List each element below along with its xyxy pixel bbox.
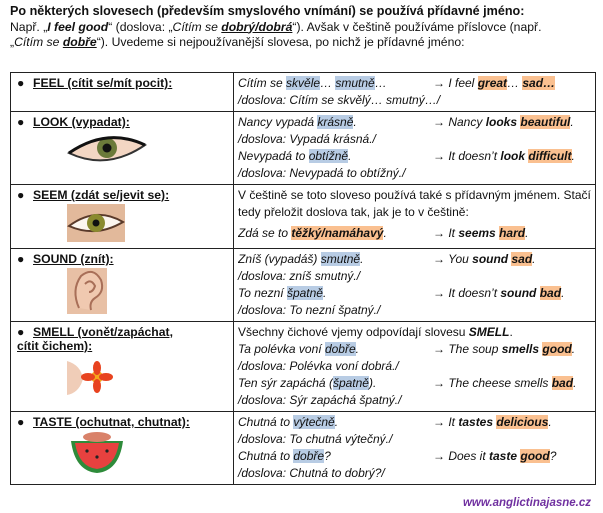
examples-cell: Chutná to výtečně. → It tastes delicious… [233,411,596,485]
cz-highlight: skvěle [286,76,321,90]
intro-adjective: dobrý/dobrá [221,19,293,34]
literal-translation: /doslova: To nezní špatný./ [238,303,381,317]
examples-cell: Všechny čichové vjemy odpovídají slovesu… [233,321,596,412]
examples-cell: V češtině se toto sloveso používá také s… [233,184,596,249]
literal-translation: /doslova: Nevypadá to obtížný./ [238,166,406,180]
cz-highlight: špatně [286,286,323,300]
verb-cell: ●TASTE (ochutnat, chutnat): [10,411,234,485]
verb-cell: ●SEEM (zdát se/jevit se): [10,184,234,249]
verb-label: TASTE (ochutnat, chutnat): [33,415,190,429]
intro-line-2: Např. „I feel good“ (doslova: „Cítím se … [10,20,598,36]
cz-highlight: krásně [317,115,354,129]
cz-highlight: dobře [324,342,356,356]
en-highlight: great [477,76,508,90]
table-row: ●SMELL (vonět/zapáchat,cítit čichem): Vš… [10,321,596,412]
cz-highlight: těžký/namáhavý [291,226,384,240]
cz-highlight: obtížně [308,149,349,163]
examples-cell: Cítím se skvěle… smutně… → I feel great…… [233,72,596,112]
example-line: Cítím se skvěle… smutně… → I feel great…… [238,76,556,90]
en-highlight: good [542,342,572,356]
intro-text: Např. „ [10,19,48,34]
footer-link[interactable]: www.anglictinajasne.cz [462,497,591,509]
intro-text: “). Uvedeme si nejpoužívanější slovesa, … [96,35,465,49]
intro-text: “ (doslova: „ [108,19,173,34]
table-row: ●FEEL (cítit se/mít pocit): Cítím se skv… [10,72,596,112]
verb-label: SMELL (vonět/zapáchat, [33,325,173,339]
verb-label: SOUND (znít): [33,252,114,266]
cz-highlight: špatně [332,376,369,390]
cz-highlight: výtečně [293,415,335,429]
table-row: ●SEEM (zdát se/jevit se): V češtině se t… [10,184,596,249]
table-row: ●TASTE (ochutnat, chutnat): Chutná to vý… [10,411,596,485]
intro-heading: Po některých slovesech (především smyslo… [10,4,525,18]
verbs-table: ●FEEL (cítit se/mít pocit): Cítím se skv… [10,72,596,485]
cz-highlight: smutně [320,252,361,266]
examples-cell: Zníš (vypadáš) smutně. → You sound sad. … [233,248,596,322]
literal-translation: /doslova: Sýr zapáchá špatný./ [238,393,402,407]
seem-explanation: V češtině se toto sloveso používá také s… [238,188,591,219]
en-highlight: difficult [528,149,572,163]
literal-translation: /doslova: zníš smutný./ [238,269,361,283]
smell-explanation: Všechny čichové vjemy odpovídají slovesu [238,325,469,339]
verb-cell: ●SOUND (znít): [10,248,234,322]
cz-highlight: smutně [335,76,375,90]
en-highlight: bad [539,286,562,300]
table-row: ●LOOK (vypadat): Nancy vypadá krásně. → … [10,111,596,185]
intro: Po některých slovesech (především smyslo… [10,4,598,51]
watermelon-icon [67,431,227,478]
verb-cell: ●FEEL (cítit se/mít pocit): [10,72,234,112]
verb-label: FEEL (cítit se/mít pocit): [33,76,173,90]
verb-cell: ●SMELL (vonět/zapáchat,cítit čichem): [10,321,234,412]
literal-translation: /doslova: Cítím se skvělý… smutný…/ [238,93,441,107]
en-highlight: bad [551,376,574,390]
literal-translation: /doslova: To chutná výtečný./ [238,432,393,446]
table-row: ●SOUND (znít): Zníš (vypadáš) smutně. → … [10,248,596,322]
cz-highlight: dobře [293,449,325,463]
en-highlight: good [520,449,550,463]
literal-translation: /doslova: Polévka voní dobrá./ [238,359,399,373]
intro-text: Cítím se [172,19,222,34]
en-highlight: sad… [522,76,556,90]
verb-label: LOOK (vypadat): [33,115,130,129]
intro-text: Cítím se [14,35,63,49]
intro-example: I feel good [47,19,109,34]
verb-label: cítit čichem): [17,339,93,353]
intro-adverb: dobře [62,35,97,49]
en-highlight: sad [511,252,533,266]
intro-text: „ [10,35,15,49]
examples-cell: Nancy vypadá krásně. → Nancy looks beaut… [233,111,596,185]
smell-keyword: SMELL [468,325,510,339]
en-highlight: hard [499,226,526,240]
ear-icon [67,268,227,317]
verb-cell: ●LOOK (vypadat): [10,111,234,185]
literal-translation: /doslova: Vypadá krásná./ [238,132,376,146]
verb-label: SEEM (zdát se/jevit se): [33,188,170,202]
en-highlight: delicious [496,415,549,429]
eye-icon [66,131,227,168]
literal-translation: /doslova: Chutná to dobrý?/ [238,466,385,480]
flower-nose-icon [67,355,227,400]
eye-close-icon [67,204,227,245]
intro-text: “). Avšak v češtině používáme příslovce … [292,19,542,34]
intro-line-3: „Cítím se dobře“). Uvedeme si nejpoužíva… [10,35,598,51]
en-highlight: beautiful [520,115,571,129]
